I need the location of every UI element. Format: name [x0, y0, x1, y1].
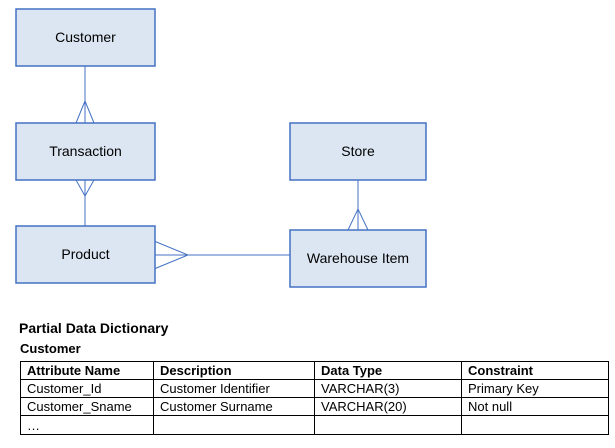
data-dictionary-title: Partial Data Dictionary: [19, 320, 169, 336]
relationship-customer-transaction: [75, 66, 95, 124]
entity-customer-label: Customer: [55, 29, 116, 45]
entity-warehouse-item: Warehouse Item: [289, 229, 427, 288]
entity-transaction: Transaction: [15, 122, 156, 181]
column-header-description: Description: [153, 361, 315, 380]
column-header-data-type: Data Type: [314, 361, 462, 380]
er-diagram: Customer Transaction Product Store Wareh…: [15, 8, 427, 288]
cell-description: [153, 415, 315, 435]
table-row: Customer_Id Customer Identifier VARCHAR(…: [20, 379, 609, 398]
cell-data-type: [314, 415, 462, 435]
cell-attribute-name: …: [20, 415, 154, 435]
cell-constraint: Primary Key: [461, 379, 609, 398]
relationship-transaction-product: [75, 179, 95, 226]
entity-product-label: Product: [61, 246, 109, 262]
cell-description: Customer Identifier: [153, 379, 315, 398]
data-dictionary-entity-name: Customer: [20, 341, 81, 356]
entity-store: Store: [289, 122, 427, 181]
table-row: Customer_Sname Customer Surname VARCHAR(…: [20, 397, 609, 416]
entity-transaction-label: Transaction: [49, 143, 122, 159]
relationship-product-warehouse-item: [153, 240, 290, 270]
cell-attribute-name: Customer_Id: [20, 379, 154, 398]
relationship-store-warehouse-item: [347, 180, 369, 231]
cell-data-type: VARCHAR(3): [314, 379, 462, 398]
data-dictionary-table: Attribute Name Description Data Type Con…: [20, 361, 609, 435]
cell-attribute-name: Customer_Sname: [20, 397, 154, 416]
entity-product: Product: [15, 225, 156, 284]
entity-store-label: Store: [341, 143, 375, 159]
cell-constraint: Not null: [461, 397, 609, 416]
cell-data-type: VARCHAR(20): [314, 397, 462, 416]
cell-description: Customer Surname: [153, 397, 315, 416]
column-header-attribute-name: Attribute Name: [20, 361, 154, 380]
column-header-constraint: Constraint: [461, 361, 609, 380]
entity-customer: Customer: [15, 8, 156, 67]
cell-constraint: [461, 415, 609, 435]
table-header-row: Attribute Name Description Data Type Con…: [20, 361, 609, 380]
entity-warehouse-item-label: Warehouse Item: [307, 250, 409, 266]
table-row: …: [20, 415, 609, 435]
